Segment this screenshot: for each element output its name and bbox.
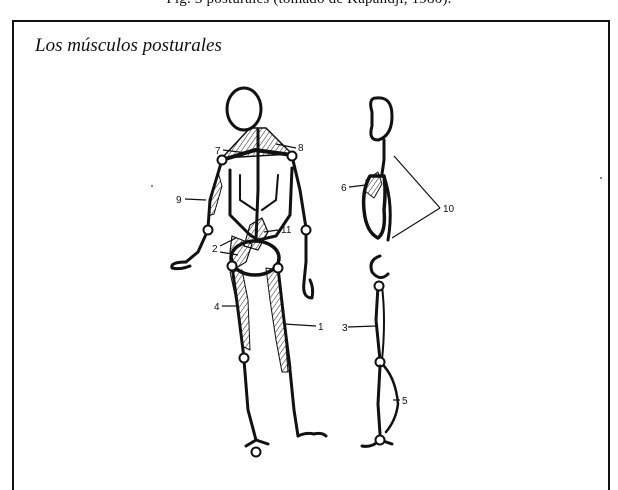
- label-7: 7: [215, 146, 221, 157]
- label-1: 1: [318, 322, 324, 333]
- leader-lines: [185, 144, 440, 400]
- label-3: 3: [342, 323, 348, 334]
- back-right-hand: [304, 280, 313, 298]
- label-8: 8: [298, 143, 304, 154]
- back-left-forearm: [186, 230, 208, 262]
- calf-muscle: [384, 366, 398, 432]
- back-right-forearm: [304, 230, 306, 282]
- label-11: 11: [281, 225, 292, 236]
- back-left-hand: [172, 262, 190, 269]
- back-right-upper-arm: [292, 156, 306, 228]
- back-left-foot: [246, 440, 268, 446]
- back-left-shin: [244, 360, 256, 440]
- back-right-shin: [290, 370, 298, 436]
- back-right-foot: [298, 433, 326, 436]
- label-5: 5: [402, 396, 408, 407]
- label-6: 6: [341, 183, 347, 194]
- label-10: 10: [443, 204, 455, 215]
- side-head: [371, 98, 392, 140]
- label-4: 4: [214, 302, 220, 313]
- side-shin: [378, 366, 380, 434]
- label-2: 2: [212, 244, 218, 255]
- label-9: 9: [176, 195, 182, 206]
- side-pelvis: [371, 256, 388, 278]
- side-spine: [382, 140, 384, 174]
- side-view-figure: [362, 98, 398, 447]
- back-head: [227, 88, 261, 130]
- side-thigh: [376, 286, 380, 360]
